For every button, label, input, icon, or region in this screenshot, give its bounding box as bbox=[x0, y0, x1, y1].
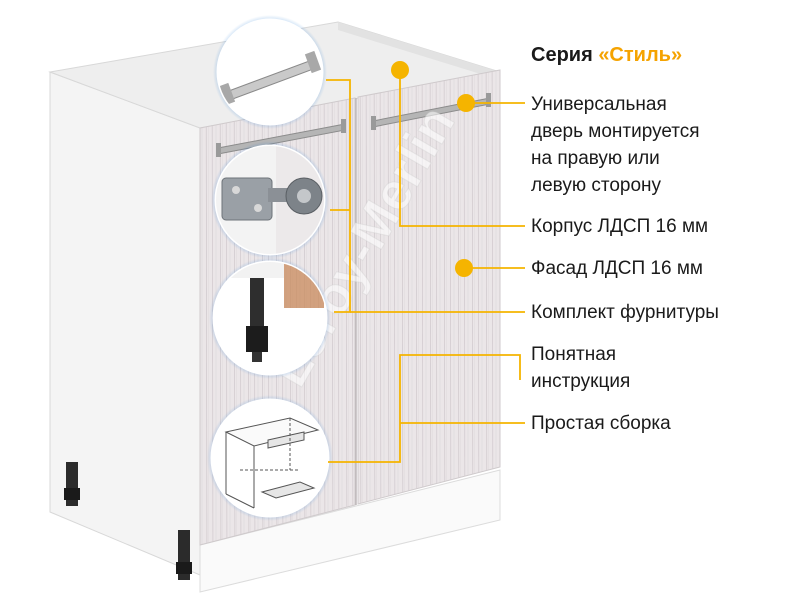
feature-label-hardware: Комплект фурнитуры bbox=[531, 302, 719, 323]
feature-label-door: Универсальная дверь монтируется на праву… bbox=[531, 94, 700, 196]
leg-detail bbox=[209, 257, 331, 379]
series-title-name: «Стиль» bbox=[598, 44, 683, 66]
feature-label-manual: Понятная инструкция bbox=[531, 344, 631, 392]
right-door-facade bbox=[357, 69, 501, 505]
connector-lines bbox=[326, 70, 525, 463]
series-title: Серия «Стиль» bbox=[531, 44, 682, 67]
series-title-prefix: Серия bbox=[531, 44, 593, 66]
feature-dot-facade bbox=[455, 259, 473, 277]
feature-label-body: Корпус ЛДСП 16 мм bbox=[531, 216, 709, 237]
handle-icon bbox=[218, 50, 322, 106]
hinge-detail bbox=[211, 141, 329, 259]
feature-label-facade: Фасад ЛДСП 16 мм bbox=[531, 258, 703, 279]
cabinet-plinth bbox=[199, 469, 501, 593]
handle-detail bbox=[213, 15, 327, 129]
feature-dot-body bbox=[391, 61, 409, 79]
feature-label-assembly: Простая сборка bbox=[531, 413, 671, 434]
instruction-diagram-icon bbox=[224, 417, 320, 509]
cabinet-back-inner bbox=[338, 22, 500, 80]
feature-dot-door bbox=[457, 94, 475, 112]
instruction-detail bbox=[207, 395, 333, 521]
